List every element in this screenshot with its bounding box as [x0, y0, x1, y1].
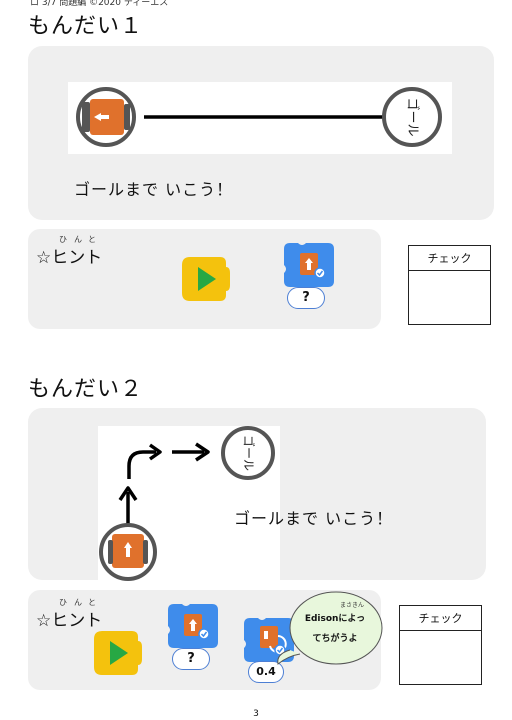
play-icon	[182, 257, 230, 301]
block-value-field: ?	[287, 287, 325, 309]
problem1-course: ゴール	[68, 82, 452, 154]
page-number: 3	[253, 709, 259, 719]
drive-forward-icon	[284, 243, 334, 287]
edison-robot-icon	[99, 523, 157, 581]
speech-bubble	[277, 591, 383, 665]
problem1-instruction: ゴールまで いこう！	[74, 180, 234, 199]
problem1-course-diagram: ゴール	[76, 87, 442, 147]
turn-right-icon	[244, 618, 294, 662]
hint-ruby: ん	[74, 235, 82, 244]
problem2-hint-panel: ひ ん と ☆ヒント ? 0.4 まさきん Edisonによっ てちがうよ	[28, 590, 383, 690]
check-label: チェック	[400, 606, 481, 631]
problem2-check-box[interactable]: チェック	[399, 605, 482, 685]
edison-robot-icon	[76, 87, 136, 147]
problem1-hint-label: ☆ヒント	[36, 248, 103, 268]
play-icon	[94, 631, 142, 675]
problem2-instruction: ゴールまで いこう！	[234, 509, 394, 528]
bubble-line-2: てちがうよ	[312, 634, 358, 644]
problem2-hint-label: ☆ヒント	[36, 611, 103, 631]
problem1-title: もんだい１	[28, 14, 144, 39]
problem2-panel: ゴール ゴールまで いこう！	[28, 408, 486, 581]
hint-ruby: と	[88, 598, 96, 607]
problem2-title: もんだい２	[28, 377, 144, 402]
problem2-goal-label: ゴール	[242, 435, 257, 471]
drive-forward-icon	[168, 604, 218, 648]
hint-ruby: ん	[74, 598, 82, 607]
block-value-field: ?	[172, 648, 210, 670]
goal-icon: ゴール	[382, 87, 442, 147]
hint-ruby: ひ	[59, 235, 67, 244]
bubble-ruby: まさきん	[340, 602, 365, 609]
problem2-course-diagram: ゴール	[99, 426, 275, 581]
problem1-hint-panel: ひ ん と ☆ヒント ?	[28, 229, 381, 329]
hint-ruby: ひ	[59, 598, 67, 607]
block-value-field: 0.4	[248, 661, 284, 683]
page-header: ロ 3/7 問題編 ©2020 ティーエス	[30, 0, 169, 8]
problem1-goal-label: ゴール	[405, 97, 421, 136]
bubble-line-1: Edisonによっ	[304, 614, 366, 624]
hint-ruby: と	[88, 235, 96, 244]
check-label: チェック	[409, 246, 490, 271]
problem1-check-box[interactable]: チェック	[408, 245, 491, 325]
problem1-panel: ゴール ゴールまで いこう！	[28, 46, 494, 220]
goal-icon: ゴール	[221, 426, 275, 480]
